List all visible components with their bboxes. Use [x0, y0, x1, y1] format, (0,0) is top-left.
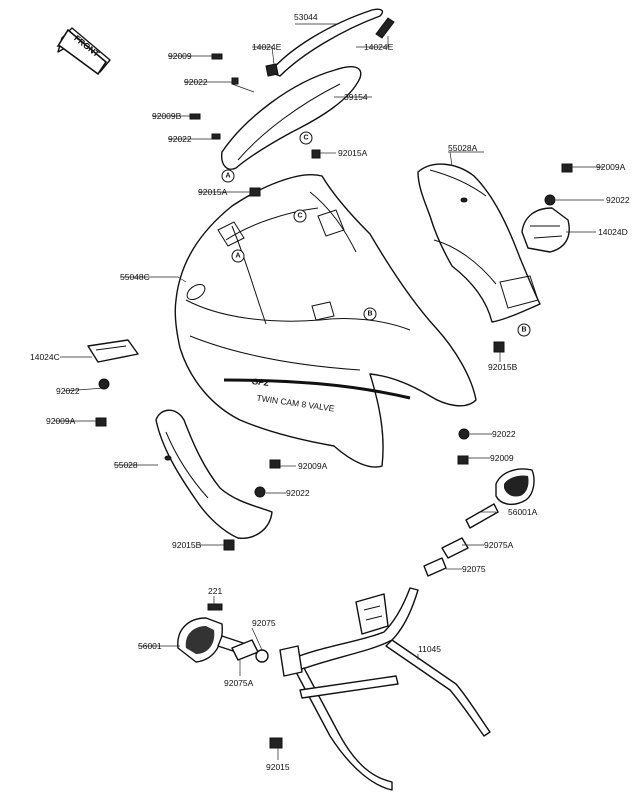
- trim-clip-left: [265, 63, 279, 77]
- mirror-left-glass: [185, 626, 215, 654]
- part-label: 92015: [266, 762, 290, 772]
- part-label: 221: [208, 586, 222, 596]
- fairing-headlight-hole: [186, 283, 206, 301]
- windshield-trim: [269, 8, 384, 77]
- part-label: 92009A: [46, 416, 76, 426]
- part-label: 92022: [492, 429, 516, 439]
- part-label: 55028A: [448, 143, 478, 153]
- washer-92022-l: [98, 378, 110, 390]
- part-label: 92009A: [596, 162, 626, 172]
- nut-92015A-r: [311, 149, 321, 159]
- part-label: 14024D: [598, 227, 628, 237]
- gasket-92075-right: [423, 557, 447, 577]
- part-label: 92015B: [488, 362, 518, 372]
- bolt-92009A-r: [561, 163, 573, 173]
- bolt-92009-lr: [457, 455, 469, 465]
- part-label: 92075: [252, 618, 276, 628]
- part-label: 14024E: [364, 42, 394, 52]
- part-label: 11045: [418, 644, 441, 654]
- part-label: 39154: [344, 92, 368, 102]
- nut-92015B-r: [493, 341, 505, 353]
- inner-panel-right: [417, 163, 541, 323]
- fairing-stay-frame: [279, 587, 491, 791]
- fairing-mount-right: [317, 209, 345, 237]
- callout-letter: A: [235, 253, 240, 260]
- callout-letter: C: [303, 135, 308, 142]
- part-label: 92022: [286, 488, 310, 498]
- part-label: 92015A: [198, 187, 228, 197]
- nut-92015: [269, 737, 283, 749]
- nut-92015A-l: [249, 187, 261, 197]
- part-label: 56001A: [508, 507, 538, 517]
- fairing-mount-left: [217, 221, 245, 247]
- part-label: 92022: [56, 386, 80, 396]
- part-label: 92075: [462, 564, 486, 574]
- trim-clip-right: [375, 17, 395, 39]
- part-label: 14024E: [252, 42, 282, 52]
- fairing-slot: [311, 301, 335, 321]
- screw-221: [207, 603, 223, 611]
- part-label: 92015B: [172, 540, 202, 550]
- callout-letter: C: [297, 213, 302, 220]
- panel-right-hole: [460, 197, 468, 203]
- washer-92022-c: [254, 486, 266, 498]
- leader-lines: [54, 23, 604, 760]
- part-label: 92075A: [484, 540, 514, 550]
- callout-letter: B: [367, 311, 372, 318]
- bolt-92022-mid: [211, 133, 221, 140]
- washer-92022-r: [544, 194, 556, 206]
- part-label: 56001: [138, 641, 162, 651]
- mirror-right-glass: [504, 475, 529, 497]
- upper-fairing: [174, 174, 477, 468]
- bolt-92009A-c: [269, 459, 281, 469]
- part-label: 92022: [184, 77, 208, 87]
- mirror-right-stem: [465, 503, 499, 529]
- panel-left-hole: [164, 455, 172, 461]
- part-label: 92022: [606, 195, 630, 205]
- callout-letter: A: [225, 173, 230, 180]
- washer-92075-left: [255, 649, 269, 663]
- panel-right-foot: [499, 275, 539, 309]
- part-label: 92022: [168, 134, 192, 144]
- callouts: A A B B C C: [221, 131, 531, 337]
- part-label: 55048C: [120, 272, 150, 282]
- bracket-14024C: [87, 339, 139, 363]
- gasket-92075A-right: [441, 537, 469, 559]
- bolt-92009B: [189, 113, 201, 120]
- part-label: 92009: [168, 51, 192, 61]
- fairing-decal-stripe: [223, 378, 411, 400]
- part-label: 14024C: [30, 352, 60, 362]
- part-label: 53044: [294, 12, 318, 22]
- bracket-14024D: [521, 207, 570, 253]
- part-label: 92009B: [152, 111, 182, 121]
- part-label: 92015A: [338, 148, 368, 158]
- bolt-92022-top: [231, 77, 239, 85]
- front-arrow: FRONT: [56, 27, 111, 76]
- part-label: 92075A: [224, 678, 254, 688]
- bolt-92009: [211, 53, 223, 60]
- washer-92022-lr: [458, 428, 470, 440]
- nut-92015B-l: [223, 539, 235, 551]
- fairing-logo: GPZ: [251, 376, 270, 388]
- inner-panel-left: [155, 409, 273, 539]
- bolt-92009A-l: [95, 417, 107, 427]
- callout-letter: B: [521, 327, 526, 334]
- part-label: 92009A: [298, 461, 328, 471]
- part-labels: 53044 14024E 14024E 92009 92022 39154 92…: [30, 12, 630, 772]
- part-label: 55028: [114, 460, 138, 470]
- part-label: 92009: [490, 453, 514, 463]
